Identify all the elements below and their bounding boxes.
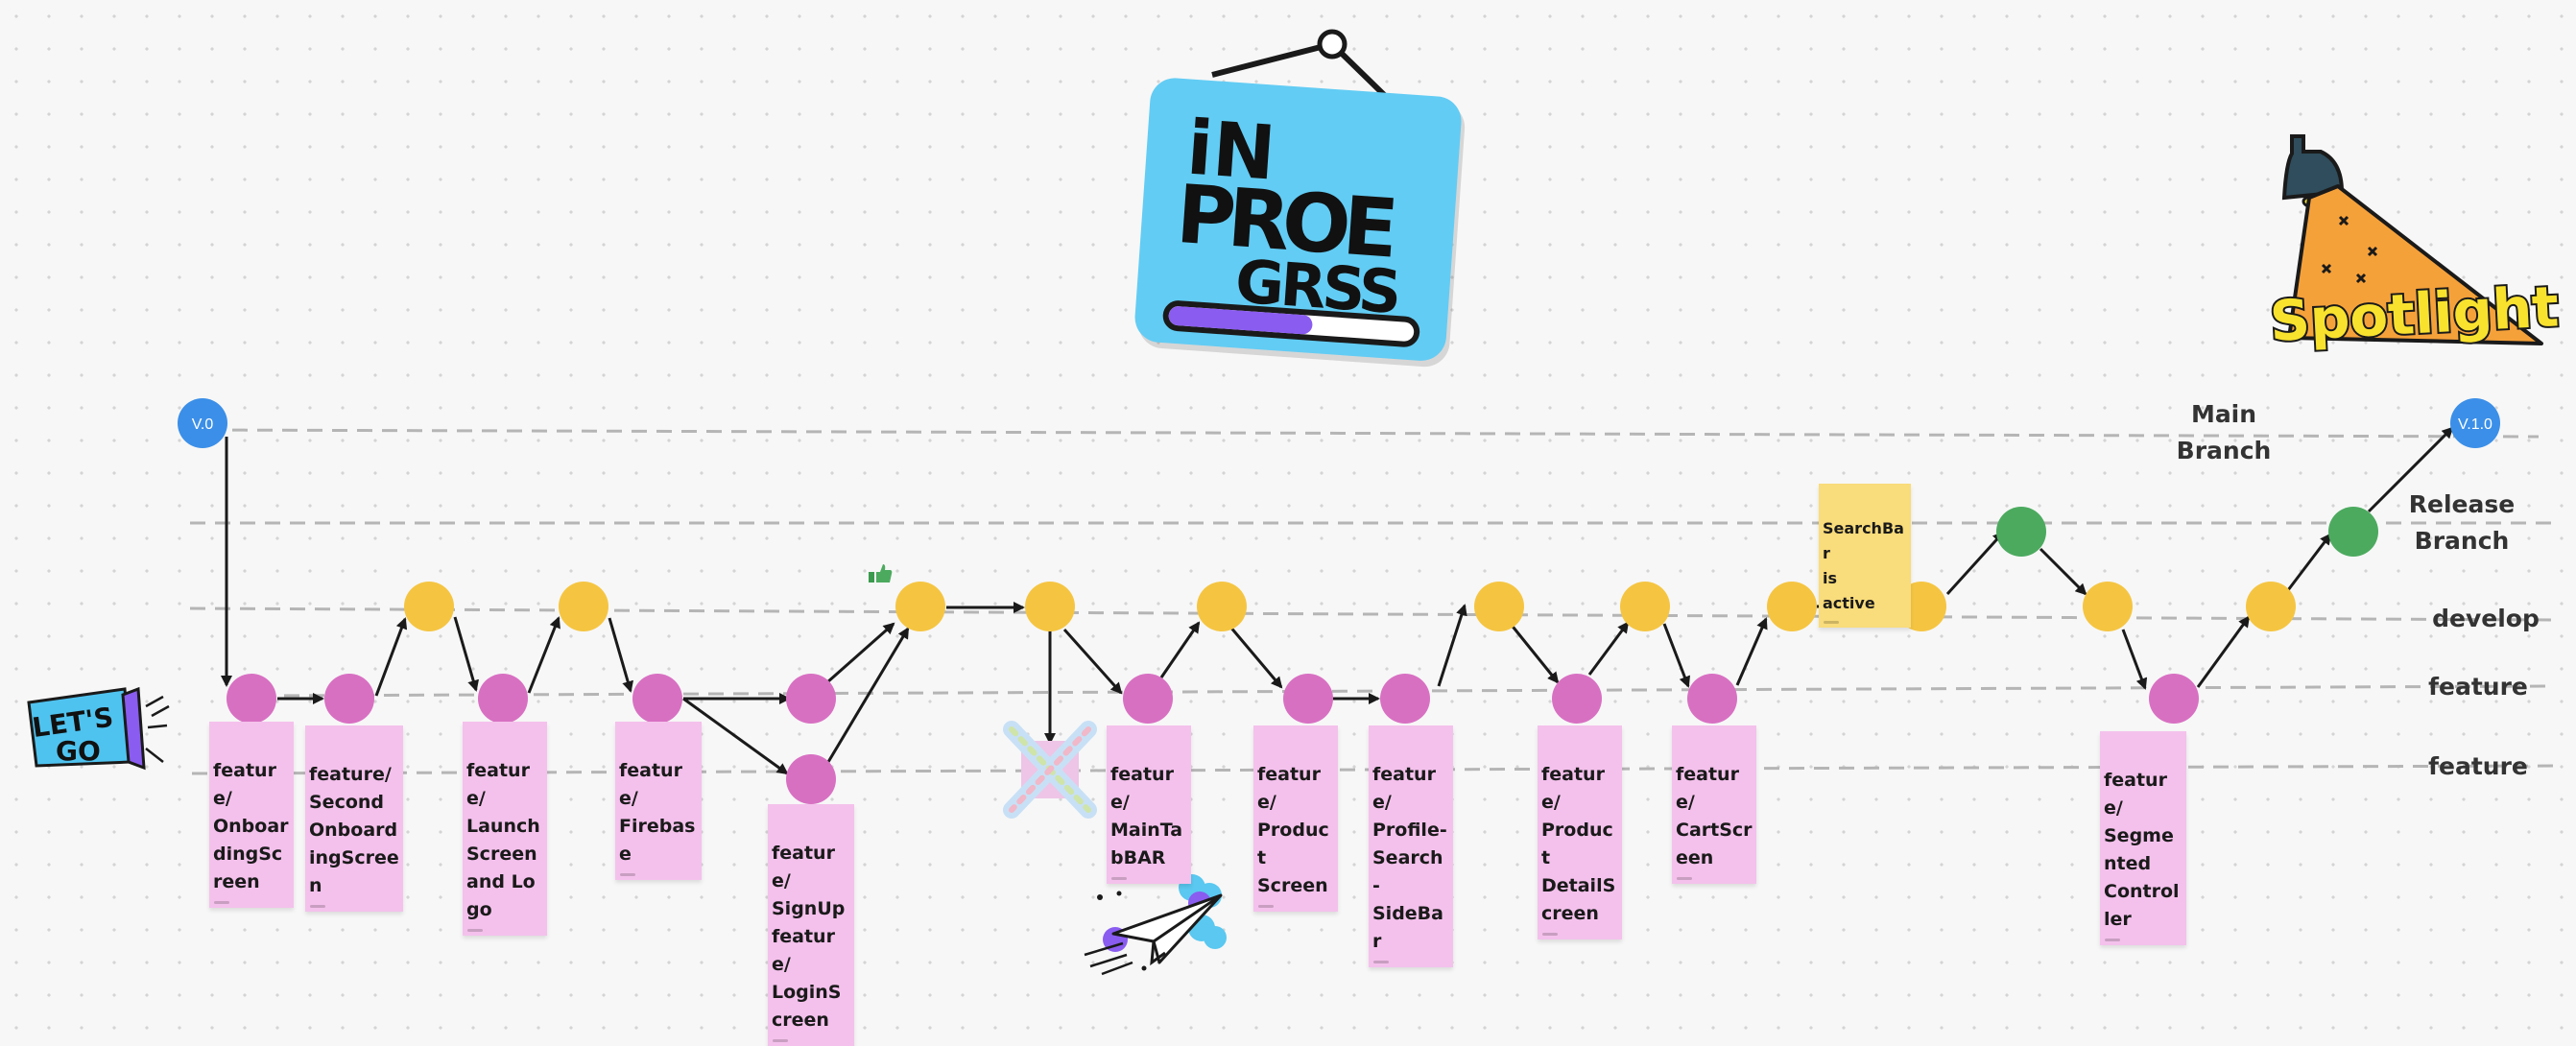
develop-branch-line [189, 606, 2559, 622]
develop-commit[interactable] [404, 582, 454, 631]
note-text: SearchBar is active [1823, 519, 1904, 612]
develop-commit[interactable] [1474, 582, 1524, 631]
arrow [1735, 617, 1768, 686]
note-segmented-control[interactable]: feature/ Segmented Control ler [2100, 731, 2186, 945]
label-release-branch: Release Branch [2408, 490, 2516, 555]
feature-commit[interactable] [1283, 674, 1333, 724]
note-onboarding[interactable]: feature/ OnboardingScreen [209, 722, 294, 908]
feature-commit[interactable] [1123, 674, 1173, 724]
main-branch-line [181, 428, 2540, 439]
arrow [1159, 621, 1201, 678]
paper-plane-icon [1084, 874, 1227, 976]
feature-commit[interactable] [324, 674, 374, 724]
feature-commit[interactable] [786, 754, 836, 804]
sign-word-2: PROE [1174, 167, 1396, 276]
note-text: feature/ CartScreen [1676, 764, 1753, 868]
note-text: feature/ Product Screen [1257, 764, 1329, 896]
develop-commit[interactable] [1767, 582, 1817, 631]
label-main-branch: Main Branch [2176, 400, 2272, 464]
arrow [1662, 623, 1691, 688]
arrow [2196, 615, 2251, 688]
note-text: feature/ Segmented Control ler [2104, 770, 2180, 930]
tag-start[interactable] [178, 398, 227, 448]
arrow [1062, 629, 1123, 695]
note-text: feature/ Firebase [619, 760, 696, 865]
arrow [1437, 604, 1467, 687]
arrow [1508, 622, 1560, 684]
note-text: feature/ SecondOnboardingScreen [309, 764, 399, 896]
feature-commit[interactable] [632, 674, 682, 724]
label-feature-2: feature [2428, 752, 2528, 780]
feature-commit[interactable] [1552, 674, 1602, 724]
note-launch-screen[interactable]: feature/ LaunchScreen and Logo [463, 722, 547, 936]
progress-fill [1168, 306, 1313, 335]
arrow [374, 617, 408, 697]
diagram-canvas: V.0 V.1.0 [27, 29, 2563, 976]
commits [178, 398, 2500, 804]
develop-commit[interactable] [895, 582, 945, 631]
develop-commit[interactable] [2246, 582, 2296, 631]
note-main-tab-bar[interactable]: feature/ MainTabBAR [1107, 725, 1191, 884]
arrow [2286, 533, 2332, 591]
feature-commit[interactable] [227, 674, 276, 724]
develop-commit[interactable] [1025, 582, 1075, 631]
label-develop: develop [2432, 605, 2540, 632]
note-text: feature/ MainTabBAR [1110, 764, 1183, 868]
tag-end-label: V.1.0 [2458, 416, 2493, 433]
sign-word-1: iN [1184, 106, 1278, 198]
crossed-out-note-icon [1003, 721, 1097, 819]
note-firebase[interactable]: feature/ Firebase [615, 722, 702, 880]
note-text: feature/ SignUp feature/ LoginScreen [772, 843, 846, 1031]
feature-commit[interactable] [786, 674, 836, 724]
arrow [453, 616, 479, 692]
spotlight-sticker: Spotlight [2266, 134, 2563, 356]
arrow [1587, 621, 1630, 676]
tag-end[interactable] [2450, 398, 2500, 448]
release-commit[interactable] [2328, 507, 2378, 557]
thumbs-up-icon [869, 564, 893, 582]
feature-commit[interactable] [1687, 674, 1737, 724]
feature-commit[interactable] [1380, 674, 1430, 724]
develop-commit[interactable] [559, 582, 608, 631]
lets-go-word-2: GO [56, 735, 101, 767]
feature-commit[interactable] [2149, 674, 2199, 724]
arrow [608, 617, 633, 693]
develop-commit[interactable] [2083, 582, 2133, 631]
arrow [826, 622, 895, 684]
note-product-screen[interactable]: feature/ Product Screen [1253, 725, 1338, 912]
in-progress-sign: iN PROE GRSS [1134, 29, 1466, 368]
note-signup-login[interactable]: feature/ SignUp feature/ LoginScreen [768, 804, 854, 1046]
note-cart-screen[interactable]: feature/ CartScreen [1672, 725, 1756, 884]
arrow [826, 627, 910, 763]
arrow [2039, 547, 2087, 596]
arrow [2121, 629, 2148, 690]
arrow [527, 616, 561, 694]
note-searchbar-active[interactable]: SearchBar is active [1819, 484, 1911, 628]
megaphone-icon: LET'S GO [27, 686, 170, 771]
note-text: feature/ Profile- Search- SideBar [1372, 764, 1447, 952]
arrow [1945, 531, 2005, 596]
arrow [2367, 426, 2454, 513]
tag-start-label: V.0 [192, 416, 214, 433]
note-text: feature/ Product DetailScreen [1541, 764, 1616, 924]
release-commit[interactable] [1996, 507, 2046, 557]
label-feature-1: feature [2428, 673, 2528, 701]
note-second-onboarding[interactable]: feature/ SecondOnboardingScreen [305, 725, 403, 912]
note-profile-search[interactable]: feature/ Profile- Search- SideBar [1369, 725, 1453, 967]
develop-commit[interactable] [1197, 582, 1247, 631]
develop-commit[interactable] [1620, 582, 1670, 631]
note-text: feature/ OnboardingScreen [213, 760, 289, 892]
note-product-detail[interactable]: feature/ Product DetailScreen [1538, 725, 1622, 939]
note-text: feature/ LaunchScreen and Logo [466, 760, 540, 920]
git-flow-board: V.0 V.1.0 [27, 29, 2563, 1046]
feature-commit[interactable] [478, 674, 528, 724]
arrow [1228, 625, 1283, 689]
arrow [682, 697, 789, 775]
